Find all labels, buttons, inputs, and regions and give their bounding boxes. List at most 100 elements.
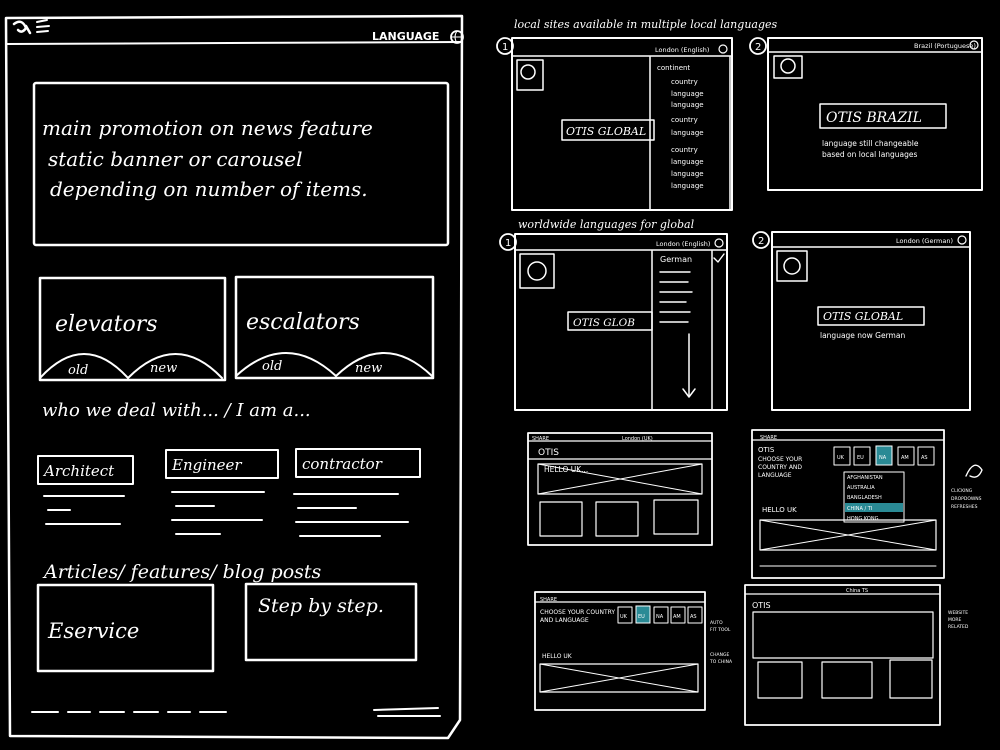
share-link[interactable]: SHARE <box>540 597 557 603</box>
header-divider <box>5 41 463 45</box>
region-chip-label: AS <box>690 614 697 620</box>
escalators-card[interactable] <box>234 275 435 380</box>
engineer-button[interactable] <box>165 449 279 479</box>
image-cross <box>537 463 703 495</box>
side-note-text: WEBSITE <box>948 610 968 616</box>
escalators-title: escalators <box>246 310 360 335</box>
escalators-new-tab[interactable] <box>335 352 433 377</box>
region-chip[interactable] <box>617 606 633 624</box>
region-chip-label: AM <box>901 455 909 461</box>
dropdown-item[interactable]: language <box>671 158 704 166</box>
country-option[interactable]: HONG KONG <box>847 516 879 522</box>
panel-top-label[interactable]: London (English) <box>655 46 709 54</box>
card-placeholder <box>821 661 873 699</box>
dropdown-item[interactable]: language <box>671 101 704 109</box>
dropdown-selected-language[interactable]: German <box>660 255 692 264</box>
region-chip-selected[interactable] <box>875 445 893 466</box>
hero-image-placeholder <box>539 663 699 693</box>
location-label[interactable]: London (UK) <box>622 436 653 442</box>
global-heading: worldwide languages for global <box>518 218 695 231</box>
dropdown-list-lines <box>659 271 693 323</box>
panel-top-label[interactable]: Brazil (Portuguese) <box>914 42 976 50</box>
language-selector[interactable]: LANGUAGE <box>372 30 439 43</box>
contractor-label: contractor <box>302 455 383 473</box>
eservice-card[interactable] <box>36 583 215 673</box>
otis-global-label: OTIS GLOB <box>573 317 635 329</box>
panel-top-label[interactable]: London (German) <box>896 237 953 245</box>
escalators-old-label: old <box>262 359 282 374</box>
country-option-highlight <box>845 503 903 512</box>
region-chip-label: UK <box>620 614 628 620</box>
dropdown-item[interactable]: language <box>671 182 704 190</box>
otis-logo-text: OTIS <box>538 448 559 458</box>
globe-icon[interactable] <box>718 44 728 54</box>
main-wireframe: LANGUAGE main promotion on news feature … <box>4 14 464 740</box>
region-chip[interactable] <box>853 446 871 466</box>
card-placeholder <box>539 501 583 537</box>
escalators-old-tab[interactable] <box>235 352 337 377</box>
share-link[interactable]: SHARE <box>760 435 777 441</box>
elevators-card[interactable] <box>38 276 227 382</box>
dropdown-item[interactable]: country <box>671 116 698 124</box>
dropdown-item[interactable]: language <box>671 90 704 98</box>
choose-text-line: COUNTRY AND <box>758 464 802 471</box>
share-link[interactable]: SHARE <box>532 436 549 442</box>
step-by-step-title: Step by step. <box>258 595 384 617</box>
local-sites-heading: local sites available in multiple local … <box>514 18 778 31</box>
image-cross <box>759 519 937 551</box>
elevators-old-label: old <box>68 363 88 378</box>
checkmark-icon <box>713 253 725 263</box>
dropdown-item[interactable]: continent <box>657 64 690 72</box>
globe-icon[interactable] <box>714 238 724 248</box>
region-chip[interactable] <box>897 446 915 466</box>
step-by-step-card[interactable] <box>244 582 418 662</box>
otis-logo-text: OTIS <box>758 446 775 454</box>
globe-icon[interactable] <box>450 30 464 44</box>
country-dropdown[interactable] <box>843 471 905 523</box>
banner-line-1: main promotion on news feature <box>42 116 373 140</box>
dropdown-item[interactable]: country <box>671 78 698 86</box>
side-note-text: DROPDOWNS <box>951 496 982 502</box>
otis-brazil-box <box>819 103 947 129</box>
side-note-text: AUTO <box>710 620 723 626</box>
panel-frame <box>514 233 728 411</box>
dropdown-item[interactable]: language <box>671 129 704 137</box>
region-chip[interactable] <box>687 606 703 624</box>
region-chip[interactable] <box>917 446 935 466</box>
region-chip[interactable] <box>833 446 851 466</box>
country-option[interactable]: CHINA / TI <box>847 506 872 512</box>
contractor-button[interactable] <box>295 448 421 478</box>
dropdown-item[interactable]: language <box>671 170 704 178</box>
globe-icon[interactable] <box>969 40 979 50</box>
architect-label: Architect <box>42 462 115 480</box>
country-option[interactable]: AUSTRALIA <box>847 485 875 491</box>
card-placeholder <box>653 499 699 535</box>
location-label[interactable]: China TS <box>846 588 868 594</box>
globe-icon[interactable] <box>957 235 967 245</box>
region-chip[interactable] <box>670 606 686 624</box>
promo-banner[interactable] <box>32 81 450 247</box>
side-note-clicking: CLICKING DROPDOWNS REFRESHES <box>951 464 983 510</box>
country-option[interactable]: BANGLADESH <box>847 495 882 501</box>
image-cross <box>539 663 699 693</box>
small-screen-3: SHARE CHOOSE YOUR COUNTRY AND LANGUAGE U… <box>534 591 706 711</box>
panel-number-badge <box>749 37 767 55</box>
side-note-website: WEBSITE MORE RELATED <box>948 610 969 630</box>
elevators-new-tab[interactable] <box>127 353 223 379</box>
elevators-new-label: new <box>150 361 177 376</box>
architect-button[interactable] <box>37 455 134 485</box>
card-placeholder <box>889 659 933 699</box>
panel-frame <box>767 37 983 191</box>
elevators-old-tab[interactable] <box>39 353 129 379</box>
side-note-text: TO CHINA <box>709 659 733 665</box>
logo-icon <box>12 20 32 35</box>
panel-top-label[interactable]: London (English) <box>656 240 710 248</box>
menu-icon[interactable] <box>36 19 50 33</box>
banner-line-3: depending on number of items. <box>50 177 368 201</box>
panel-1-global: 1 London (English) OTIS GLOB German <box>499 233 728 411</box>
dropdown-item[interactable]: country <box>671 146 698 154</box>
articles-heading: Articles/ features/ blog posts <box>42 561 322 583</box>
region-chip-selected[interactable] <box>635 605 651 624</box>
country-option[interactable]: AFGHANISTAN <box>847 475 883 481</box>
region-chip[interactable] <box>653 606 669 624</box>
